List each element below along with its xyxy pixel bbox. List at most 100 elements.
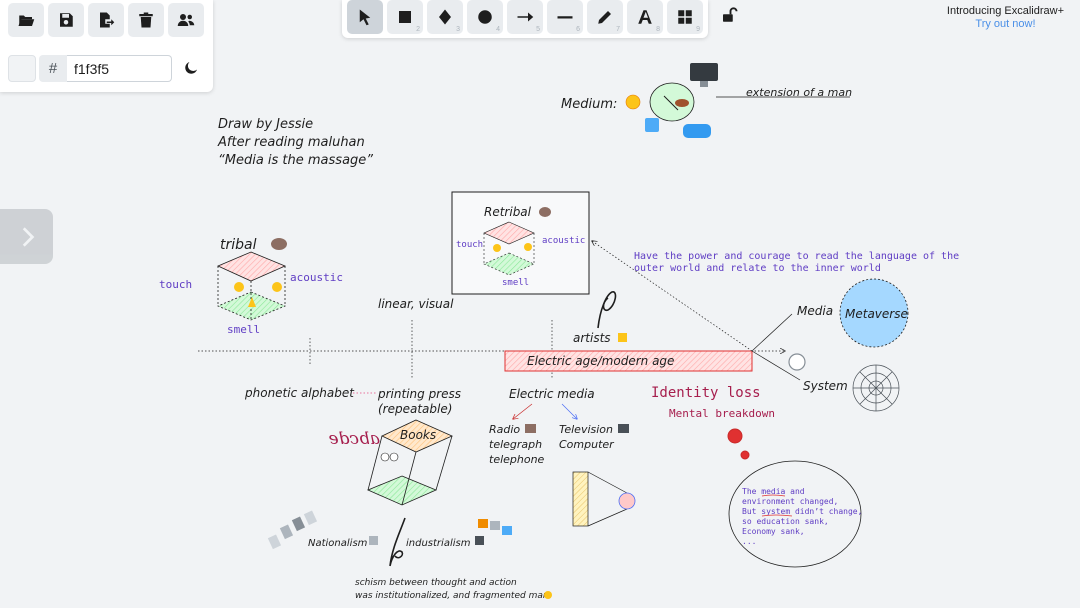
tribal-acoustic[interactable]: acoustic <box>290 271 343 284</box>
artists-scribble[interactable] <box>597 291 617 329</box>
bubble-line-3[interactable]: But system didn’t change, <box>742 507 862 516</box>
lock-tool-button[interactable] <box>720 6 742 28</box>
system-underline <box>761 514 793 517</box>
retribal-cube-top[interactable] <box>483 221 535 245</box>
cursor-icon <box>359 9 371 26</box>
tool-text[interactable]: 8 <box>627 0 663 34</box>
thought-bubble[interactable] <box>728 460 862 568</box>
arrow-to-media[interactable] <box>751 313 793 352</box>
radio-line-1[interactable]: Radio <box>489 423 520 436</box>
projector-rect[interactable] <box>572 471 589 527</box>
thought-dot-small[interactable] <box>740 450 750 460</box>
system-label[interactable]: System <box>803 379 848 393</box>
hash-label: # <box>39 55 67 82</box>
bubble-line-5[interactable]: Economy sank, <box>742 527 805 536</box>
retribal-frame[interactable] <box>451 191 590 295</box>
export-button[interactable] <box>88 3 124 37</box>
electric-media-label[interactable]: Electric media <box>509 387 595 401</box>
printing-press-line-2[interactable]: (repeatable) <box>378 402 452 416</box>
mental-breakdown-label[interactable]: Mental breakdown <box>669 407 775 420</box>
thought-dot-large[interactable] <box>727 428 743 444</box>
shirt-icon[interactable] <box>645 118 659 132</box>
tool-ellipse[interactable]: 4 <box>467 0 503 34</box>
background-color-swatch[interactable] <box>8 55 36 82</box>
header-line-1[interactable]: Draw by Jessie <box>218 117 313 132</box>
lens-icon[interactable] <box>618 492 636 510</box>
medium-label[interactable]: Medium: <box>561 97 617 112</box>
tool-selection[interactable] <box>347 0 383 34</box>
computer-icon[interactable] <box>690 63 718 81</box>
printing-press-line-1[interactable]: printing press <box>377 387 461 401</box>
emoji-face-icon[interactable] <box>625 94 641 110</box>
tv-line-2[interactable]: Computer <box>559 438 615 451</box>
tribal-title[interactable]: tribal <box>220 237 257 253</box>
arrow-to-system[interactable] <box>751 350 801 381</box>
abcde-label[interactable]: abcde <box>329 429 380 449</box>
open-button[interactable] <box>8 3 44 37</box>
collaborate-button[interactable] <box>168 3 204 37</box>
split-scribble[interactable] <box>389 517 406 567</box>
tribal-touch[interactable]: touch <box>159 278 192 291</box>
quote-line-2[interactable]: outer world and relate to the inner worl… <box>634 263 881 274</box>
schism-line-2[interactable]: was institutionalized, and fragmented ma… <box>355 591 549 601</box>
bubble-line-1[interactable]: The media and <box>742 487 805 496</box>
theme-toggle-button[interactable] <box>179 56 203 80</box>
promo-link[interactable]: Try out now! <box>975 18 1036 30</box>
save-button[interactable] <box>48 3 84 37</box>
retribal-acoustic[interactable]: acoustic <box>542 236 585 246</box>
electric-media-arrow-left[interactable] <box>513 403 533 419</box>
tribal-cube-top[interactable] <box>217 251 287 282</box>
radio-line-3[interactable]: telephone <box>489 453 545 466</box>
industrialism-label[interactable]: industrialism <box>406 538 471 549</box>
books-stack-icon[interactable] <box>478 519 512 535</box>
tool-arrow[interactable]: 5 <box>507 0 543 34</box>
sidebar-toggle-button[interactable] <box>0 209 53 264</box>
tool-diamond[interactable]: 3 <box>427 0 463 34</box>
medium-ellipse[interactable] <box>649 82 695 122</box>
tv-line-1[interactable]: Television <box>559 423 613 436</box>
books-label[interactable]: Books <box>400 428 436 442</box>
retribal-title[interactable]: Retribal <box>484 205 532 219</box>
retribal-cube-bottom[interactable] <box>483 252 535 276</box>
tool-ellipse-key: 4 <box>496 26 500 33</box>
electric-age-label[interactable]: Electric age/modern age <box>527 354 674 368</box>
electric-media-arrow-right[interactable] <box>561 403 577 419</box>
header-line-3[interactable]: “Media is the massage” <box>218 153 373 168</box>
medium-slash-line[interactable] <box>663 95 679 111</box>
tool-text-key: 8 <box>656 26 660 33</box>
books-cube-bottom[interactable] <box>366 475 438 506</box>
header-line-2[interactable]: After reading maluhan <box>217 135 365 150</box>
retribal-smell[interactable]: smell <box>502 278 529 288</box>
metaverse-label[interactable]: Metaverse <box>845 307 908 321</box>
bubble-line-2[interactable]: environment changed, <box>742 497 838 506</box>
quote-line-1[interactable]: Have the power and courage to read the l… <box>634 251 959 262</box>
artists-label[interactable]: artists <box>573 331 611 345</box>
media-label[interactable]: Media <box>797 304 833 318</box>
background-hex-input[interactable] <box>67 55 172 82</box>
electric-age-bar[interactable] <box>504 350 753 372</box>
metaverse-circle[interactable] <box>839 278 909 348</box>
tool-draw[interactable]: 7 <box>587 0 623 34</box>
stamps-icon[interactable] <box>267 510 318 550</box>
identity-loss-label[interactable]: Identity loss <box>651 385 761 401</box>
spiderweb-icon[interactable] <box>852 364 900 412</box>
schism-line-1[interactable]: schism between thought and action <box>355 578 517 588</box>
projector-line-bottom <box>587 508 628 527</box>
retribal-touch[interactable]: touch <box>456 240 483 250</box>
tool-line[interactable]: 6 <box>547 0 583 34</box>
linear-visual-label[interactable]: linear, visual <box>378 297 454 311</box>
clear-canvas-button[interactable] <box>128 3 164 37</box>
tool-library[interactable]: 9 <box>667 0 703 34</box>
tool-rectangle[interactable]: 2 <box>387 0 423 34</box>
extension-label[interactable]: extension of a man <box>746 86 852 99</box>
arrow-to-retribal[interactable] <box>592 241 753 352</box>
phonetic-label[interactable]: phonetic alphabet <box>244 386 355 400</box>
radio-line-2[interactable]: telegraph <box>489 438 542 451</box>
car-icon[interactable] <box>683 124 711 138</box>
tribal-smell[interactable]: smell <box>227 323 260 336</box>
bubble-line-4[interactable]: so education sank, <box>742 517 829 526</box>
nationalism-label[interactable]: Nationalism <box>308 538 368 549</box>
bubble-line-6[interactable]: ... <box>742 537 756 546</box>
diamond-icon <box>439 9 451 25</box>
